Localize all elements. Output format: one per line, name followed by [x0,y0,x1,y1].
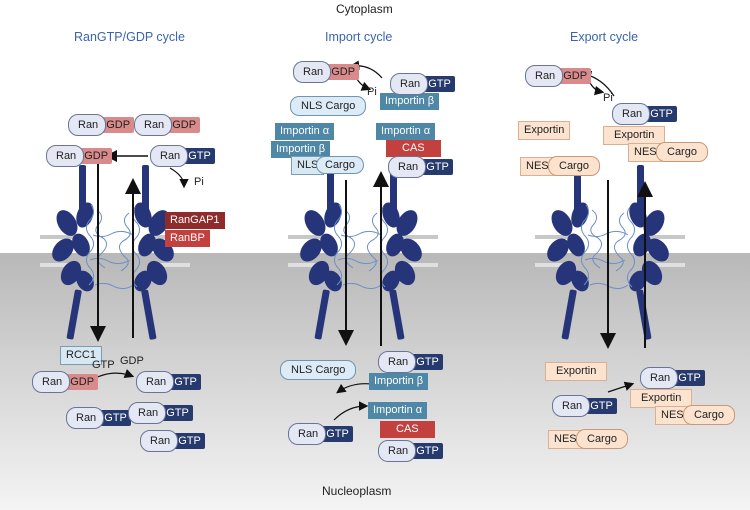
rcc1-box: RCC1 [60,346,102,365]
import-cycle-title: Import cycle [325,30,393,44]
gtp-tag: GTP [412,443,443,459]
ran-oval: Ran [378,440,417,462]
gdp-label: GDP [120,355,144,367]
nes-box: NES [548,430,583,449]
gtp-tag: GTP [586,398,617,414]
ran-oval: Ran [68,114,107,136]
importin-beta-box: Importin β [271,141,331,158]
cas-box: CAS [386,140,441,157]
ran-oval: Ran [390,73,429,95]
gtp-tag: GTP [412,354,443,370]
ran-oval: Ran [66,407,105,429]
gtp-label: GTP [92,359,115,371]
gtp-tag: GTP [174,433,205,449]
pi-label: Pi [194,176,204,188]
nls-cargo: NLS Cargo [290,96,367,116]
exportin-box: Exportin [630,389,693,408]
exportin-box: Exportin [603,126,666,145]
gdp-tag: GDP [559,68,592,84]
ran-oval: Ran [612,103,651,125]
gtp-tag: GTP [646,106,677,122]
gdp-tag: GDP [327,64,360,80]
nls-cargo: NLS Cargo [280,360,357,380]
gtp-tag: GTP [100,410,131,426]
ran-oval: Ran [640,367,679,389]
gtp-tag: GTP [674,370,705,386]
exportin-box: Exportin [545,362,608,381]
gdp-tag: GDP [102,117,135,133]
ran-oval: Ran [134,114,173,136]
cargo-oval: Cargo [576,429,628,449]
export-cycle-title: Export cycle [570,30,639,44]
cargo-oval: Cargo [656,142,708,162]
nes-box: NES [655,406,690,425]
ranbp-box: RanBP [165,230,210,247]
gtp-tag: GTP [184,148,215,164]
nucleoplasm-label: Nucleoplasm [322,484,392,498]
ran-oval: Ran [32,371,71,393]
ran-oval: Ran [378,351,417,373]
importin-alpha-box: Importin α [368,402,428,419]
importin-beta-box: Importin β [380,93,440,110]
ran-oval: Ran [150,145,189,167]
pi-label: Pi [367,86,377,98]
ran-oval: Ran [288,423,327,445]
ran-oval: Ran [140,430,179,452]
cas-box: CAS [380,421,435,438]
gtp-tag: GTP [424,76,455,92]
gdp-tag: GDP [80,148,113,164]
nes-box: NES [520,157,555,176]
ran-oval: Ran [293,61,332,83]
gtp-tag: GTP [422,159,453,175]
rangap1-box: RanGAP1 [165,212,225,229]
cargo-oval: Cargo [316,156,364,174]
gtp-tag: GTP [162,405,193,421]
ran-oval: Ran [46,145,85,167]
cargo-oval: Cargo [683,405,735,425]
ran-oval: Ran [552,395,591,417]
gdp-tag: GDP [168,117,201,133]
importin-alpha-box: Importin α [376,123,436,140]
exportin-box: Exportin [518,121,571,140]
cytoplasm-label: Cytoplasm [336,2,393,16]
importin-beta-box: Importin β [369,373,429,390]
pi-label: Pi [603,92,613,104]
gtp-tag: GTP [170,374,201,390]
ran-oval: Ran [136,371,175,393]
ran-oval: Ran [128,402,167,424]
ran-oval: Ran [388,156,427,178]
ran-oval: Ran [525,65,564,87]
gtp-tag: GTP [322,426,353,442]
cargo-oval: Cargo [548,156,600,176]
gdp-tag: GDP [66,374,99,390]
importin-alpha-box: Importin α [275,123,335,140]
rangtp-cycle-title: RanGTP/GDP cycle [74,30,185,44]
